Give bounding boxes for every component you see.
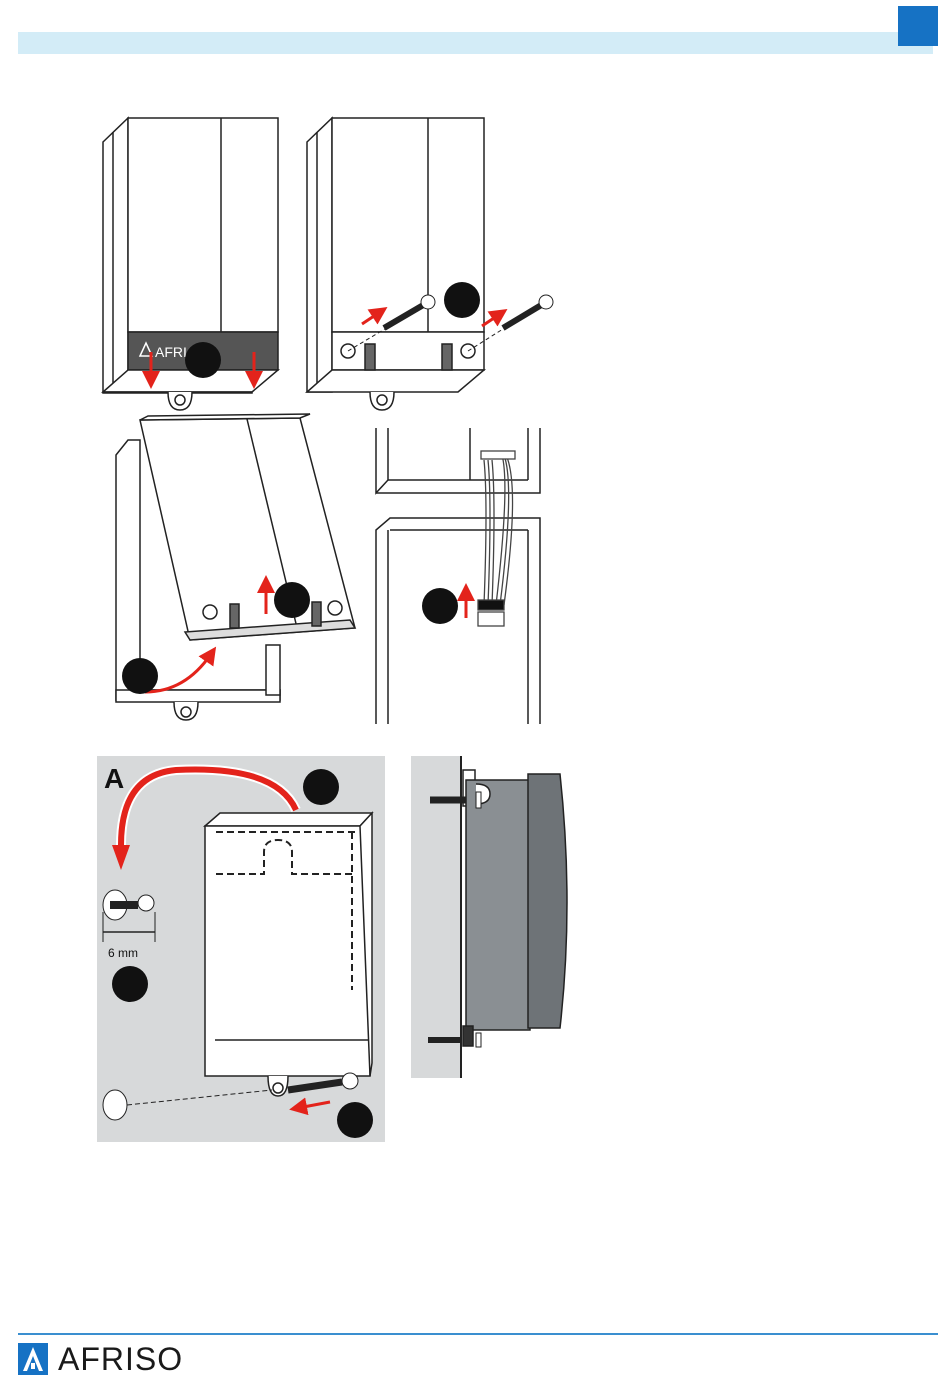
step-number-bullet <box>303 769 339 805</box>
dimension-label: 6 mm <box>108 946 138 960</box>
wall-side-view <box>411 756 461 1078</box>
step1-logo-text: AFRI <box>155 344 187 360</box>
step-number-bullet <box>122 658 158 694</box>
step-number-bullet <box>444 282 480 318</box>
step-number-bullet <box>185 342 221 378</box>
footer-divider <box>18 1333 938 1335</box>
step-number-bullet <box>422 588 458 624</box>
brand-name: AFRISO <box>58 1342 183 1376</box>
afriso-logo-icon <box>18 1343 48 1375</box>
step-number-bullet <box>337 1102 373 1138</box>
step-number-bullet <box>112 966 148 1002</box>
step-number-bullet <box>274 582 310 618</box>
panel-a-label: A <box>104 763 124 794</box>
step4-housing <box>376 428 540 724</box>
step2-housing <box>307 118 484 410</box>
footer-logo: AFRISO <box>18 1342 183 1376</box>
device-side-view <box>463 770 567 1046</box>
mounting-template <box>205 813 372 1096</box>
screw-icon <box>503 295 553 328</box>
